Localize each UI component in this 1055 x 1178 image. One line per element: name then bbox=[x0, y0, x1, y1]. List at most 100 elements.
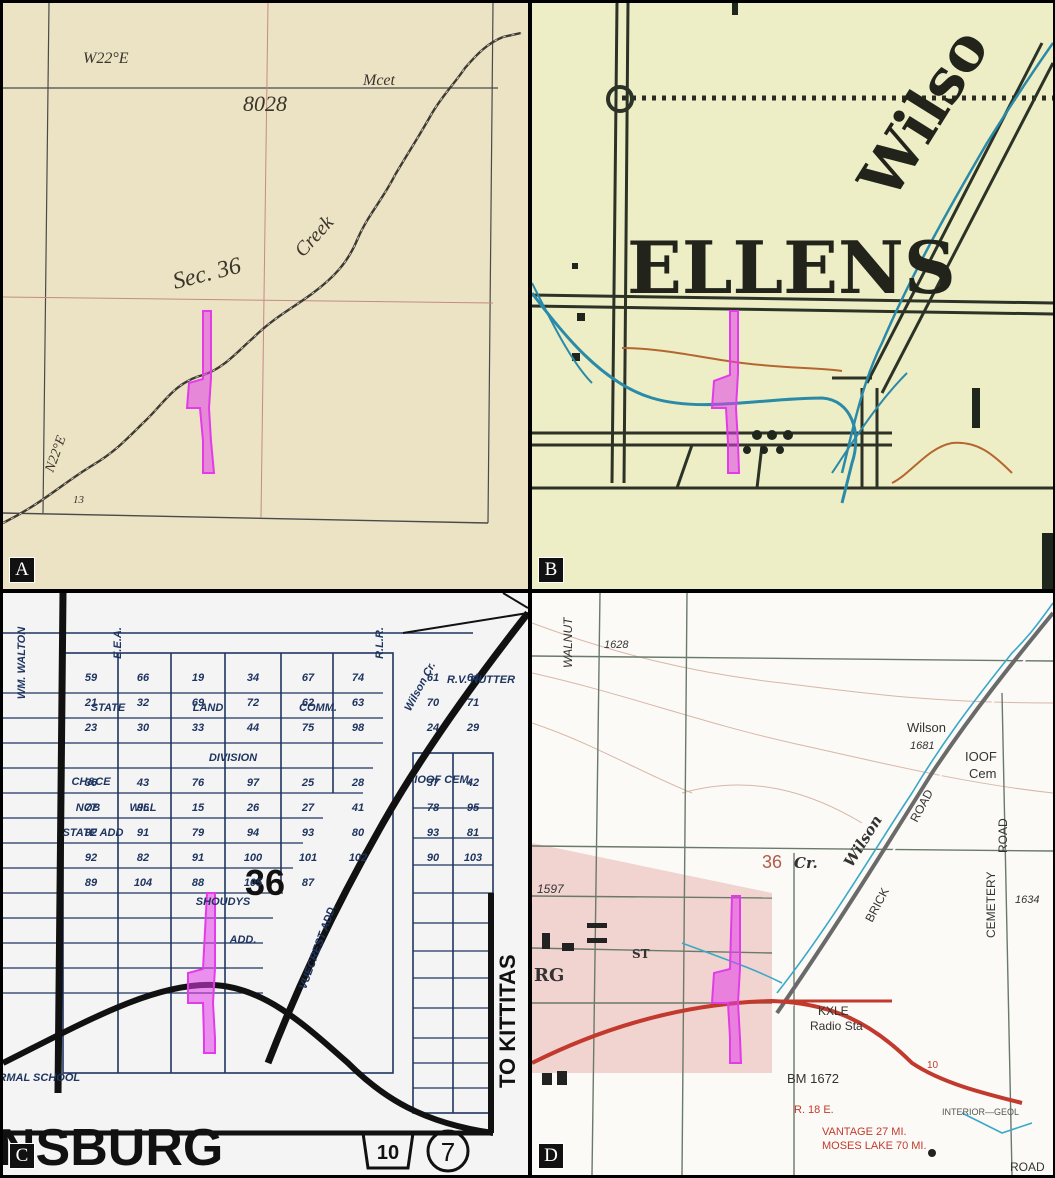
radio-station-label: Radio Sta bbox=[810, 1019, 863, 1033]
panel-b-map: ELLENS Wilso bbox=[532, 3, 1053, 589]
lot-number: 67 bbox=[302, 672, 315, 684]
normal-school-label: NORMAL SCHOOL bbox=[3, 1072, 80, 1084]
panel-label: C bbox=[9, 1143, 35, 1169]
lot-number: 75 bbox=[302, 722, 315, 734]
town-label: ELLENS bbox=[627, 225, 956, 310]
road-label: ROAD bbox=[1010, 1160, 1045, 1174]
lot-number: 61 bbox=[427, 672, 439, 684]
bearing-label-top: W22°E bbox=[83, 50, 129, 67]
lot-number: 32 bbox=[137, 697, 149, 709]
lot-number: 34 bbox=[247, 672, 259, 684]
lot-number: 97 bbox=[247, 777, 260, 789]
rutter-label: R.V. RUTTER bbox=[447, 674, 515, 686]
lot-number: 90 bbox=[427, 852, 440, 864]
lot-number: 69 bbox=[192, 697, 205, 709]
corner-number: 13 bbox=[73, 494, 85, 506]
wilson-place-label: Wilson bbox=[907, 720, 946, 735]
addition-label: SHOUDYS bbox=[196, 896, 251, 908]
town-suffix-label: RG bbox=[534, 965, 564, 986]
lot-number: 33 bbox=[192, 722, 204, 734]
lot-number: 78 bbox=[427, 802, 440, 814]
eea-label: E.E.A. bbox=[112, 627, 124, 659]
lot-number: 64 bbox=[467, 672, 479, 684]
kxle-label: KXLE bbox=[818, 1004, 849, 1018]
panel-c: STATE LAND COMM. DIVISION Wilson Cr. IOO… bbox=[3, 593, 528, 1175]
cemetery-road-label: CEMETERY bbox=[984, 872, 998, 938]
town-label: NSBURG bbox=[3, 1119, 223, 1175]
lot-number: 95 bbox=[467, 802, 480, 814]
section-number: 36 bbox=[762, 852, 782, 872]
lot-number: 91 bbox=[137, 827, 149, 839]
lot-number: 30 bbox=[137, 722, 150, 734]
ioof-label: IOOF bbox=[965, 749, 997, 764]
lot-number: 100 bbox=[244, 852, 263, 864]
lot-number: 89 bbox=[85, 877, 98, 889]
panel-label: D bbox=[538, 1143, 564, 1169]
lot-number: 71 bbox=[467, 697, 479, 709]
lot-number: 59 bbox=[85, 672, 98, 684]
lot-number: 37 bbox=[427, 777, 440, 789]
benchmark-label: BM 1672 bbox=[787, 1071, 839, 1086]
lot-number: 25 bbox=[301, 777, 315, 789]
lot-number: 79 bbox=[192, 827, 205, 839]
lot-number: 29 bbox=[466, 722, 480, 734]
lot-number: 77 bbox=[85, 802, 98, 814]
lot-number: 87 bbox=[302, 877, 315, 889]
lot-number: 82 bbox=[137, 852, 149, 864]
land-label: LAND bbox=[193, 702, 224, 714]
panel-c-map: STATE LAND COMM. DIVISION Wilson Cr. IOO… bbox=[3, 593, 528, 1175]
lot-number: 23 bbox=[84, 722, 97, 734]
us-route-number: 10 bbox=[377, 1142, 399, 1164]
comm-label: COMM. bbox=[299, 702, 337, 714]
lot-number: 41 bbox=[351, 802, 364, 814]
lot-number: 43 bbox=[136, 777, 149, 789]
lot-number: 76 bbox=[192, 777, 205, 789]
lot-number: 72 bbox=[247, 697, 259, 709]
state-label: STATE bbox=[91, 702, 126, 714]
lot-number: 103 bbox=[464, 852, 482, 864]
st-label: ST bbox=[632, 947, 650, 961]
walnut-label: WALNUT bbox=[561, 616, 575, 668]
lot-number: 93 bbox=[427, 827, 439, 839]
route-number: 10 bbox=[927, 1060, 939, 1071]
elevation-1628: 1628 bbox=[604, 639, 629, 651]
lot-number: 105 bbox=[244, 877, 263, 889]
elevation-1597: 1597 bbox=[537, 882, 565, 896]
moses-lake-label: MOSES LAKE 70 MI. bbox=[822, 1140, 927, 1152]
lot-number: 98 bbox=[352, 722, 365, 734]
lot-number: 80 bbox=[352, 827, 365, 839]
lot-number: 88 bbox=[192, 877, 205, 889]
lot-number: 44 bbox=[246, 722, 259, 734]
cemetery-road-suffix: ROAD bbox=[996, 818, 1010, 853]
lot-number: 21 bbox=[84, 697, 97, 709]
range-label: R. 18 E. bbox=[794, 1104, 834, 1116]
lot-number: 42 bbox=[466, 777, 479, 789]
lot-number: 101 bbox=[299, 852, 317, 864]
lot-number: 26 bbox=[246, 802, 260, 814]
lot-number: 36 bbox=[85, 777, 98, 789]
lot-number: 92 bbox=[85, 852, 97, 864]
lot-number: 27 bbox=[301, 802, 315, 814]
lot-number: 63 bbox=[352, 697, 364, 709]
state-route-shield bbox=[426, 1129, 470, 1173]
lot-number: 24 bbox=[426, 722, 439, 734]
panel-label: A bbox=[9, 557, 35, 583]
us-route-shield bbox=[361, 1131, 415, 1170]
cem-label: Cem bbox=[969, 766, 996, 781]
meander-label: Mcet bbox=[362, 72, 396, 89]
panel-d-map: WALNUT 1628 Wilson 1681 IOOF Cem 36 Cr. … bbox=[532, 593, 1053, 1175]
section-number: 36 bbox=[245, 862, 285, 903]
elevation-1681: 1681 bbox=[910, 740, 934, 752]
lot-number: 70 bbox=[427, 697, 440, 709]
lot-number: 81 bbox=[467, 827, 479, 839]
creek-cr-label: Cr. bbox=[794, 854, 818, 872]
lot-number: 96 bbox=[137, 802, 150, 814]
elevation-1634: 1634 bbox=[1015, 894, 1039, 906]
lot-number: 15 bbox=[192, 802, 205, 814]
rlr-label: R.L.R. bbox=[374, 627, 386, 659]
addition-suffix-label: ADD. bbox=[229, 934, 257, 946]
lot-number: 62 bbox=[302, 697, 314, 709]
lot-number: 93 bbox=[302, 827, 314, 839]
